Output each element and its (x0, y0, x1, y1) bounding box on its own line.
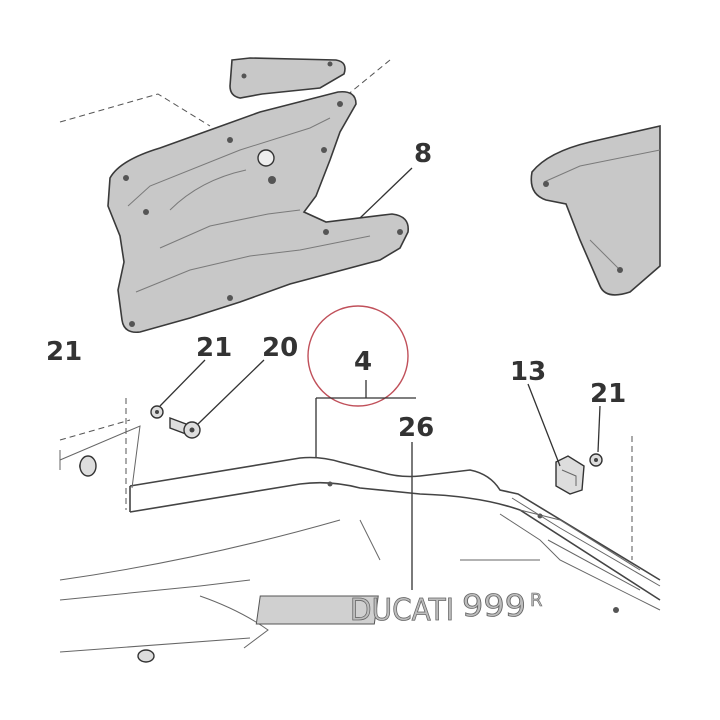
decal-suffix: R (530, 590, 543, 611)
washer-21-right (589, 453, 603, 467)
callout-4: 4 (354, 347, 372, 377)
callout-13: 13 (510, 357, 546, 387)
callout-8: 8 (414, 139, 432, 169)
callout-21-b: 21 (590, 379, 626, 409)
leader-8 (359, 167, 413, 219)
leader-13 (527, 383, 561, 467)
highlight-circle (307, 305, 409, 407)
callout-20: 20 (262, 333, 298, 363)
leader-20 (197, 359, 265, 425)
decal-brand: DUCATI (350, 593, 454, 628)
leader-21-right (597, 405, 601, 453)
decal-26: DUCATI 999 R (255, 589, 543, 628)
side-fairing-panel-8 (107, 90, 409, 334)
callout-21-a: 21 (196, 333, 232, 363)
side-fairing-panel-right (530, 124, 661, 296)
callout-26: 26 (398, 413, 434, 443)
leader-21 (159, 359, 206, 407)
reference-lines-lower (59, 398, 633, 560)
top-small-panel (229, 57, 346, 99)
leader-4-bracket (315, 380, 416, 458)
washer-21 (150, 405, 164, 419)
screw-20 (169, 416, 201, 439)
clip-13 (555, 455, 585, 495)
callout-21-left-edge: 21 (46, 337, 82, 367)
decal-model: 999 (462, 589, 526, 624)
main-fairing-body-4 (59, 425, 661, 663)
